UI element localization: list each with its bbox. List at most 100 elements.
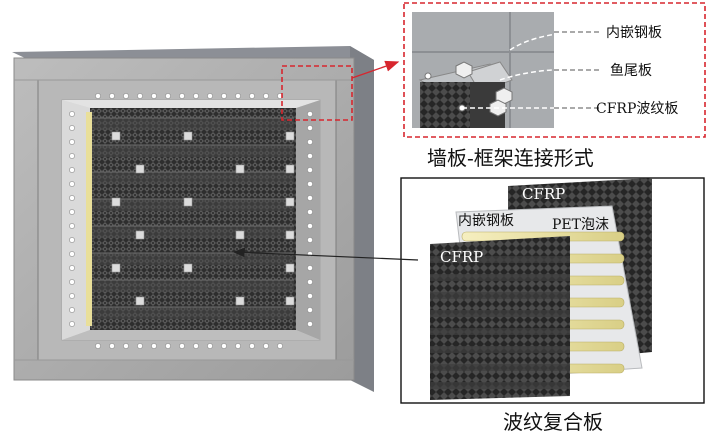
bolt-hole bbox=[307, 223, 313, 229]
bolt-hole bbox=[69, 321, 75, 327]
corrugation-ridge bbox=[92, 253, 294, 265]
bolt-hole bbox=[307, 209, 313, 215]
bolt-hole bbox=[307, 279, 313, 285]
bolt-hole bbox=[307, 181, 313, 187]
bolt-hole bbox=[69, 293, 75, 299]
bolt-hole bbox=[307, 125, 313, 131]
corrugation-ridge bbox=[92, 199, 294, 211]
panel-bolt bbox=[235, 296, 245, 306]
bolt-hole bbox=[123, 343, 129, 349]
label-layer-embedded-steel: 内嵌钢板 bbox=[458, 213, 514, 229]
bolt-hole bbox=[307, 139, 313, 145]
bolt-hole bbox=[95, 343, 101, 349]
bolt-hole bbox=[307, 293, 313, 299]
bolt-hole bbox=[307, 265, 313, 271]
corrugation-ridge bbox=[92, 145, 294, 157]
cfrp-ridge bbox=[430, 328, 570, 335]
front-cfrp-ridges bbox=[430, 256, 570, 389]
bolt-hole bbox=[307, 195, 313, 201]
bolt-hole bbox=[179, 93, 185, 99]
bolt-hole bbox=[69, 167, 75, 173]
bolt-hole bbox=[69, 251, 75, 257]
label-cfrp-corrugated-plate: CFRP波纹板 bbox=[596, 101, 678, 117]
cfrp-ridge bbox=[430, 274, 570, 281]
label-cfrp-front: CFRP bbox=[440, 248, 483, 266]
bolt-hole bbox=[69, 111, 75, 117]
panel-bolt bbox=[183, 197, 193, 207]
bolt-hole bbox=[179, 343, 185, 349]
composite-pointer-arrow bbox=[232, 247, 419, 261]
panel-bolt bbox=[135, 296, 145, 306]
bolt-hole bbox=[207, 93, 213, 99]
bolt-hole bbox=[165, 93, 171, 99]
bolt-hole bbox=[69, 237, 75, 243]
bolt-hole bbox=[235, 343, 241, 349]
joint-detail-render bbox=[412, 12, 554, 128]
bolt-hole bbox=[307, 307, 313, 313]
cfrp-ridge bbox=[430, 292, 570, 299]
corrugation-ridge bbox=[92, 118, 294, 130]
panel-bolt bbox=[235, 230, 245, 240]
panel-bolts bbox=[111, 131, 295, 306]
bolt-hole bbox=[249, 93, 255, 99]
bolt-hole bbox=[69, 307, 75, 313]
panel-bolt bbox=[111, 131, 121, 141]
panel-corrugations bbox=[92, 117, 294, 319]
bolt-hole bbox=[221, 343, 227, 349]
bolt-hole bbox=[207, 343, 213, 349]
bolt-hole bbox=[69, 139, 75, 145]
panel-bolt bbox=[285, 197, 295, 207]
bolt-hole bbox=[263, 343, 269, 349]
bolt-hole bbox=[69, 125, 75, 131]
bolt-hole bbox=[307, 321, 313, 327]
bolt-hole bbox=[307, 237, 313, 243]
detail-pointer-arrow bbox=[351, 60, 400, 79]
cfrp-ridge bbox=[430, 256, 570, 263]
cfrp-ridge bbox=[430, 364, 570, 371]
bolt-hole bbox=[263, 93, 269, 99]
cfrp-ridge bbox=[430, 310, 570, 317]
panel-bolt bbox=[135, 230, 145, 240]
panel-bolt bbox=[285, 164, 295, 174]
panel-bolt bbox=[285, 230, 295, 240]
caption-joint-detail: 墙板-框架连接形式 bbox=[427, 146, 594, 170]
bolt-hole bbox=[165, 343, 171, 349]
bolt-hole bbox=[69, 181, 75, 187]
bolt-hole bbox=[137, 343, 143, 349]
bolt-hole bbox=[193, 343, 199, 349]
panel-bolt bbox=[285, 263, 295, 273]
label-embedded-steel-plate: 内嵌钢板 bbox=[606, 25, 662, 41]
cfrp-panel bbox=[86, 108, 296, 330]
panel-bolt bbox=[285, 296, 295, 306]
bolt-hole bbox=[151, 93, 157, 99]
detail-highlight-box bbox=[281, 65, 353, 121]
corrugation-ridge bbox=[92, 226, 294, 238]
bolt-hole bbox=[95, 93, 101, 99]
cfrp-ridge bbox=[430, 346, 570, 353]
frame-bolt-holes bbox=[69, 93, 313, 349]
panel-bolt bbox=[285, 131, 295, 141]
bolt-hole bbox=[137, 93, 143, 99]
bolt-hole bbox=[307, 111, 313, 117]
panel-bolt bbox=[183, 131, 193, 141]
panel-bolt bbox=[235, 164, 245, 174]
caption-composite-panel: 波纹复合板 bbox=[503, 410, 603, 434]
corrugation-ridge bbox=[92, 280, 294, 292]
bolt-hole bbox=[69, 153, 75, 159]
bolt-hole bbox=[69, 195, 75, 201]
bolt-hole bbox=[277, 343, 283, 349]
corrugation-ridge bbox=[92, 172, 294, 184]
label-pet-foam: PET泡沫 bbox=[552, 217, 609, 233]
bolt-hole bbox=[307, 167, 313, 173]
bolt-hole bbox=[193, 93, 199, 99]
bolt-hole bbox=[69, 223, 75, 229]
bolt-hole bbox=[151, 343, 157, 349]
bolt-hole bbox=[69, 265, 75, 271]
bolt-hole bbox=[221, 93, 227, 99]
label-cfrp-back: CFRP bbox=[522, 185, 565, 203]
bolt-hole bbox=[109, 93, 115, 99]
bolt-hole bbox=[123, 93, 129, 99]
panel-bolt bbox=[111, 263, 121, 273]
cfrp-ridge bbox=[430, 382, 570, 389]
